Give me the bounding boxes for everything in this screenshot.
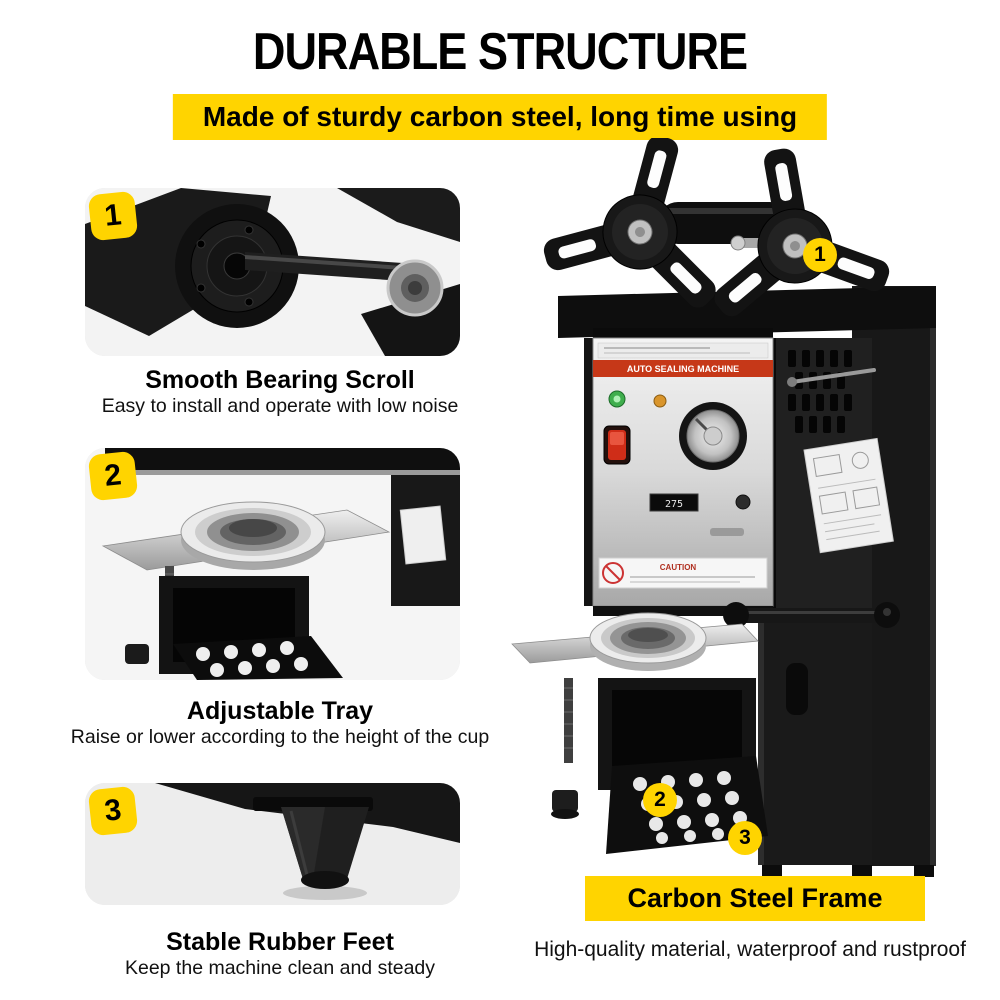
instruction-sticker <box>803 437 894 554</box>
caution-sticker: CAUTION <box>598 557 768 589</box>
perforated-plate <box>173 636 343 680</box>
feature-title: Smooth Bearing Scroll <box>145 366 415 394</box>
feature-card-feet: 3 <box>85 783 460 905</box>
feature-description: Easy to install and operate with low noi… <box>101 395 459 417</box>
film-reel-left <box>543 138 716 308</box>
feature-title: Stable Rubber Feet <box>166 928 394 956</box>
adjustable-tray-photo <box>85 448 460 680</box>
feature-description: Keep the machine clean and steady <box>124 957 436 979</box>
feature-text-bearing: Smooth Bearing Scroll Easy to install an… <box>20 366 540 418</box>
highlight-banner: Carbon Steel Frame <box>585 876 925 921</box>
machine-badge-1: 1 <box>803 238 837 272</box>
page-title: DURABLE STRUCTURE <box>252 21 748 81</box>
machine-lower-column <box>758 623 872 865</box>
film-reel-right <box>714 148 890 317</box>
heat-indicator-light <box>653 394 667 408</box>
panel-title-strip <box>593 360 773 377</box>
machine-badge-2: 2 <box>643 783 677 817</box>
feature-number-badge: 3 <box>87 785 139 837</box>
feature-number-badge: 2 <box>87 450 139 502</box>
scroll-rod <box>245 252 417 282</box>
cup-ring <box>180 501 326 570</box>
highlight-description: High-quality material, waterproof and ru… <box>534 938 966 961</box>
feature-card-bearing: 1 <box>85 188 460 356</box>
sealing-machine-photo: AUTO SEALING MACHINE 275 CAUTION <box>511 138 936 877</box>
subtitle-banner: Made of sturdy carbon steel, long time u… <box>172 94 828 140</box>
bearing-scroll-photo <box>85 188 460 356</box>
vent-slits <box>788 350 852 433</box>
feature-title: Adjustable Tray <box>186 697 374 725</box>
control-panel: AUTO SEALING MACHINE 275 CAUTION <box>584 337 774 616</box>
feature-number-badge: 1 <box>87 190 139 242</box>
tray-screw <box>564 678 573 763</box>
rubber-feet-photo <box>85 783 460 905</box>
counter-display <box>649 493 699 512</box>
counter-value: 275 <box>665 499 683 510</box>
press-handle <box>723 602 900 628</box>
machine-badge-3: 3 <box>728 821 762 855</box>
feature-text-tray: Adjustable Tray Raise or lower according… <box>20 697 540 749</box>
bearing-hub <box>175 204 299 328</box>
panel-title-text: AUTO SEALING MACHINE <box>627 364 739 374</box>
feature-description: Raise or lower according to the height o… <box>70 726 490 748</box>
feature-card-tray: 2 <box>85 448 460 680</box>
feature-text-feet: Stable Rubber Feet Keep the machine clea… <box>20 928 540 980</box>
rubber-foot <box>281 807 369 900</box>
cup-holder-ring <box>589 612 707 671</box>
caution-label: CAUTION <box>660 563 697 572</box>
threaded-bushing <box>386 259 444 317</box>
